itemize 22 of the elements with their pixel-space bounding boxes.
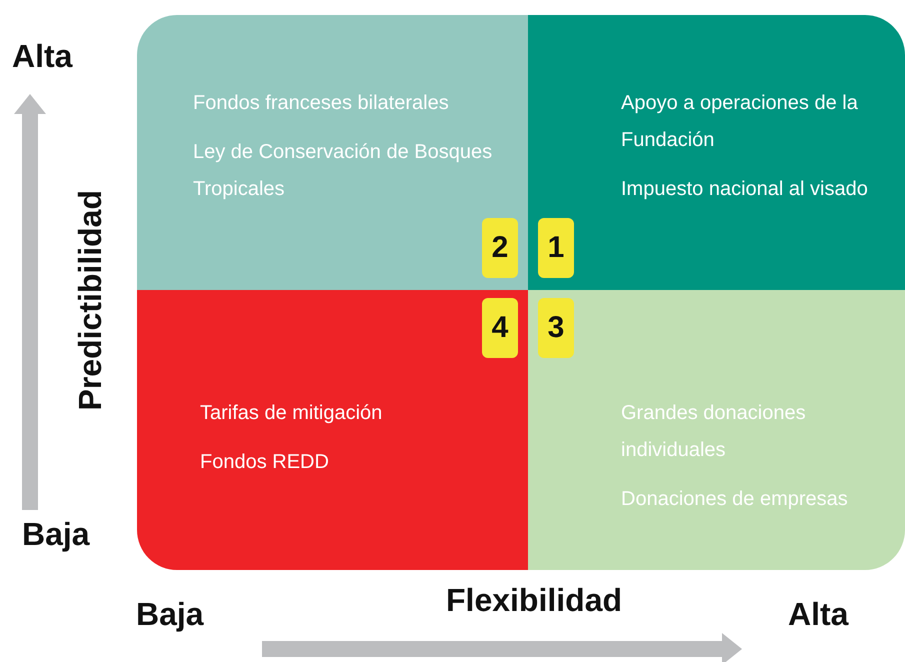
funding-source-text: Ley de Conservación de Bosques Tropicales bbox=[193, 140, 494, 202]
axis-label: Baja bbox=[136, 596, 204, 633]
axis-title: Flexibilidad bbox=[446, 582, 622, 619]
funding-source-text: Grandes donaciones individuales bbox=[621, 401, 807, 463]
axis-label: Baja bbox=[22, 516, 90, 553]
quadrant-panel bbox=[137, 290, 528, 570]
axis-title: Predictibilidad bbox=[72, 190, 109, 410]
quadrant-number: 4 bbox=[482, 298, 518, 358]
quadrant-panel bbox=[137, 15, 528, 290]
funding-source-text: Fondos REDD bbox=[200, 450, 329, 475]
funding-source-text: Apoyo a operaciones de la Fundación bbox=[621, 91, 859, 153]
funding-source-text: Fondos franceses bilaterales bbox=[193, 91, 449, 116]
funding-source-text: Tarifas de mitigación bbox=[200, 401, 382, 426]
funding-source-text: Impuesto nacional al visado bbox=[621, 177, 868, 202]
quadrant-panel bbox=[528, 15, 905, 290]
quadrant-number: 2 bbox=[482, 218, 518, 278]
funding-source-text: Donaciones de empresas bbox=[621, 487, 848, 512]
quadrant-panel bbox=[528, 290, 905, 570]
quadrant-number: 1 bbox=[538, 218, 574, 278]
quadrant-number: 3 bbox=[538, 298, 574, 358]
axis-label: Alta bbox=[12, 38, 72, 75]
axis-label: Alta bbox=[788, 596, 848, 633]
